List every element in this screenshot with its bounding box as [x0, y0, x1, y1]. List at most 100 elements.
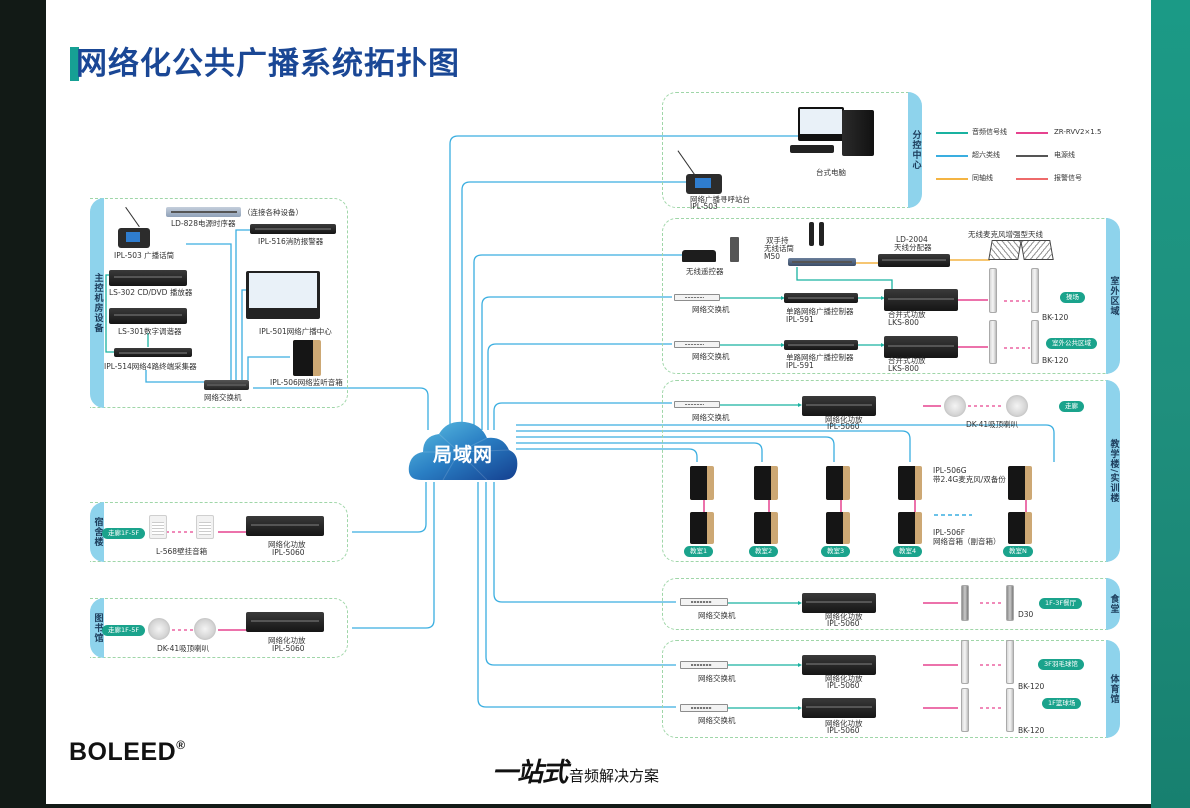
panel-outdoor [662, 218, 1108, 374]
wireless-mic-label-2: 无线话筒 [764, 244, 794, 253]
power-sequencer-label: LD-828电源时序器 [171, 219, 236, 228]
classroom-4-badge: 教室4 [893, 546, 923, 557]
gym-amp-2 [802, 698, 876, 718]
panel-canteen [662, 578, 1108, 630]
brand-logo: BOLEED® [69, 738, 186, 767]
main-switch-label: 网络交换机 [204, 393, 242, 402]
wire-to-subcontrol-desktop [449, 135, 806, 430]
power-sequencer-device [166, 207, 241, 217]
teaching-ceiling-speaker-label: DK-41吸顶喇叭 [966, 420, 1019, 429]
wire-to-teaching-switch [493, 402, 672, 430]
desktop-keyboard [790, 145, 834, 153]
dormitory-speaker-label: L-568壁挂音箱 [156, 547, 208, 556]
classroom-3-slave-speaker [826, 512, 850, 544]
wire-to-classroom-3 [516, 436, 835, 462]
classroom-4-master-speaker [898, 466, 922, 500]
gym-column-speaker-2b [1006, 688, 1014, 732]
outdoor-amp-1-label-1: 合并式功放 [888, 310, 926, 319]
arrow-icon [798, 601, 802, 605]
outdoor-controller-2 [784, 340, 858, 350]
slogan: 一站式 音频解决方案 [492, 752, 659, 789]
classroom-n-slave-speaker [1008, 512, 1032, 544]
brand-name: BOLEED [69, 738, 177, 766]
legend-swatch-speaker-cable [1016, 132, 1048, 134]
legend-label-power: 电源线 [1054, 151, 1075, 159]
library-ceiling-speaker-2 [194, 618, 216, 640]
outdoor-zone-badge-2: 室外公共区域 [1046, 338, 1097, 349]
broadcast-center-label: IPL-501网络广播中心 [259, 327, 332, 336]
antenna-splitter-device [878, 254, 950, 267]
wire-to-classroom-1 [516, 448, 698, 462]
outdoor-column-speaker-2a [989, 320, 997, 364]
outdoor-zone-badge-1: 操场 [1060, 292, 1085, 303]
antenna-device-2 [1020, 240, 1054, 260]
gym-switch-2 [680, 704, 728, 712]
library-amp-device [246, 612, 324, 632]
paging-mic-label: IPL-503 广播话筒 [114, 251, 175, 260]
paging-station-device [686, 174, 722, 194]
panel-library-tab: 图书馆 [90, 598, 104, 658]
wire-to-gym-switch-2 [477, 482, 676, 708]
wireless-controller-device [682, 250, 716, 262]
gym-column-speaker-1a [961, 640, 969, 684]
outdoor-column-speaker-1a [989, 268, 997, 313]
gym-zone-badge-2: 1F篮球场 [1042, 698, 1082, 709]
classroom-2-master-speaker [754, 466, 778, 500]
library-speaker-label: DK-41吸顶喇叭 [157, 644, 210, 653]
handheld-mic-2 [819, 222, 824, 246]
classroom-3-master-speaker [826, 466, 850, 500]
desktop-tower [842, 110, 874, 156]
legend-label-speaker-cable: ZR-RVV2×1.5 [1054, 128, 1102, 136]
outdoor-controller-1 [784, 293, 858, 303]
panel-library [90, 598, 348, 658]
panel-subcontrol-tab: 分控中心 [908, 92, 922, 208]
dormitory-amp-label-2: IPL-5060 [272, 548, 305, 557]
canteen-speaker-2 [1006, 585, 1014, 621]
outdoor-switch-1-label: 网络交换机 [692, 305, 730, 314]
gym-amp-1-label-2: IPL-5060 [827, 681, 860, 690]
classroom-1-master-speaker [690, 466, 714, 500]
gym-amp-1-label-1: 网络化功放 [825, 674, 863, 683]
dorm-wall-speaker-1 [149, 515, 167, 539]
page-title-block: 网络化公共广播系统拓扑图 [70, 44, 460, 84]
arrow-icon [781, 296, 785, 300]
handheld-mic-1 [809, 222, 814, 246]
panel-teaching [662, 380, 1108, 562]
panel-dormitory-tab: 宿舍楼 [90, 502, 104, 562]
tuner-device [109, 308, 187, 324]
legend-swatch-cat6 [936, 155, 968, 157]
teaching-ceiling-speaker-1 [944, 395, 966, 417]
fire-alarm-label: IPL-516消防报警器 [258, 237, 324, 246]
arrow-icon [881, 296, 885, 300]
panel-main-room [90, 198, 348, 408]
wire-main-switch-to-cloud [253, 387, 429, 430]
gym-column-speaker-1b [1006, 640, 1014, 684]
dormitory-amp-device [246, 516, 324, 536]
power-sequencer-note: （连接各种设备） [243, 208, 303, 217]
panel-outdoor-tab: 室外区域 [1106, 218, 1120, 374]
legend-label-alarm: 报警信号 [1054, 174, 1082, 182]
classroom-2-badge: 教室2 [749, 546, 779, 557]
panel-main-room-tab: 主控机房设备 [90, 198, 104, 408]
wireless-mic-receiver [788, 258, 856, 266]
arrow-icon [798, 403, 802, 407]
classroom-n-badge: 教室N [1003, 546, 1033, 557]
wire-collector-to-switch [145, 370, 204, 383]
outdoor-speaker-1-label: BK-120 [1042, 313, 1069, 322]
library-zone-badge: 走廊1F-5F [102, 625, 146, 636]
main-switch-device [204, 380, 249, 390]
canteen-amp-label-1: 网络化功放 [825, 612, 863, 621]
wireless-mic-label-1: 双手持 [766, 236, 789, 245]
legend-label-coax: 同轴线 [972, 174, 993, 182]
panel-dormitory [90, 502, 348, 562]
arrow-icon [798, 706, 802, 710]
outdoor-amp-2-label-2: LKS-800 [888, 364, 919, 373]
gym-speaker-2-label: BK-120 [1018, 726, 1045, 735]
canteen-zone-badge: 1F-3F餐厅 [1039, 598, 1083, 609]
outdoor-amp-2 [884, 336, 958, 358]
outdoor-controller-2-label-1: 单路网络广播控制器 [786, 353, 854, 362]
arrow-icon [881, 343, 885, 347]
library-ceiling-speaker-1 [148, 618, 170, 640]
audio-collector-device [114, 348, 192, 357]
gym-speaker-1-label: BK-120 [1018, 682, 1045, 691]
